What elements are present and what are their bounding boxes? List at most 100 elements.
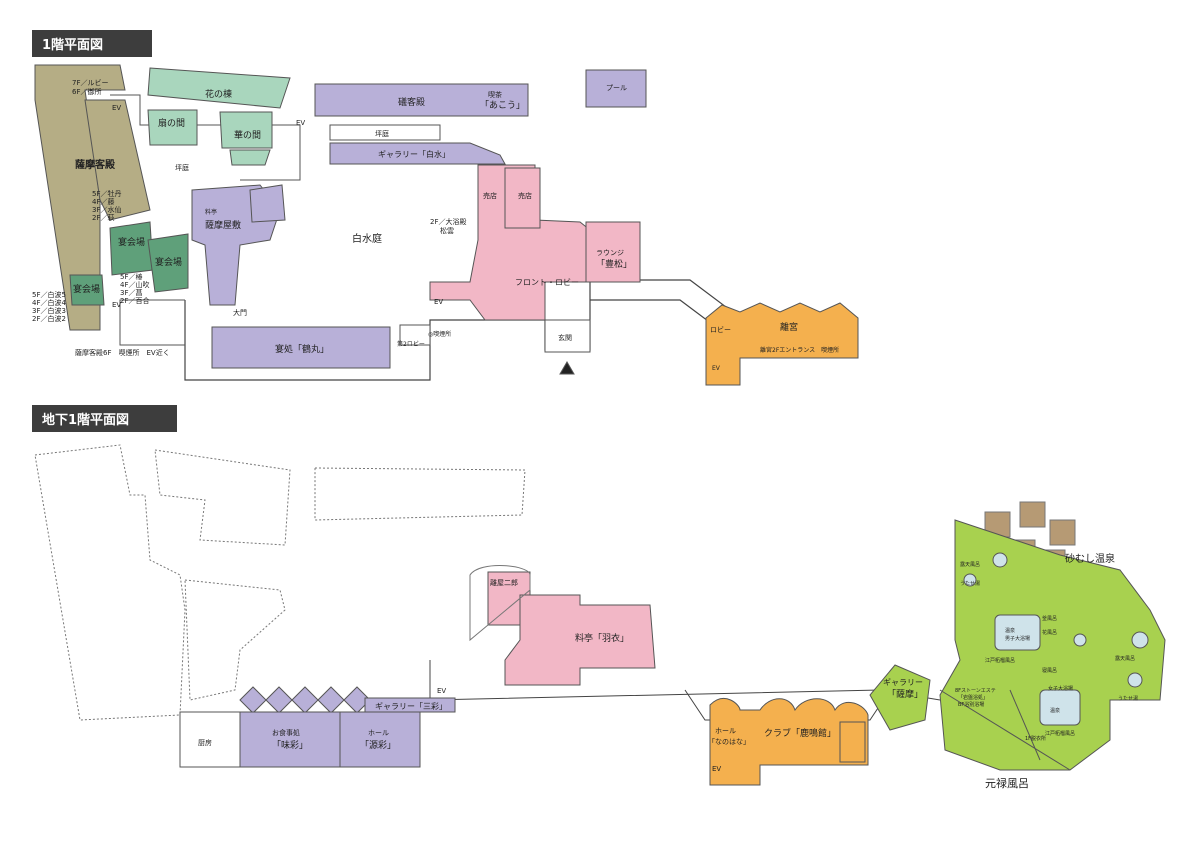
label-shop2: 売店 xyxy=(518,191,532,200)
label-smoking: ◎喫煙所 xyxy=(428,330,451,338)
label-ougi: 扇の間 xyxy=(158,117,185,129)
kitchen xyxy=(179,711,241,768)
hall-gensai xyxy=(339,711,421,768)
label-edo-joshi: 江戸柘榴風呂 xyxy=(1045,730,1075,737)
label-rikyu: 離宮 xyxy=(780,321,798,333)
basement-plan xyxy=(34,444,1166,786)
label-kitchen: 厨房 xyxy=(198,738,212,747)
label-gallery-hakusui: ギャラリー「白水」 xyxy=(378,149,450,159)
label-tsurumaru: 宴処「鶴丸」 xyxy=(275,343,329,355)
label-tsubo-top: 坪庭 xyxy=(375,129,389,138)
label-daimon: 大門 xyxy=(233,308,247,317)
entrance-marker xyxy=(559,361,575,375)
label-yashiki-small: 料亭 xyxy=(205,208,217,216)
label-pool: プール xyxy=(606,84,627,92)
label-utase-1: うたせ湯 xyxy=(960,580,980,587)
label-hanare-jiro: 離屋二郎 xyxy=(490,578,518,587)
label-yashiki: 薩摩屋敷 xyxy=(205,219,241,231)
label-hakusui-tei: 白水庭 xyxy=(352,232,382,245)
label-rotenburo-1: 露天風呂 xyxy=(960,562,980,568)
basement-heading: 地下1階平面図 xyxy=(32,405,177,432)
label-gallery-satsuma: 「薩摩」 xyxy=(887,688,923,700)
floor1-plan xyxy=(34,64,859,386)
restaurant-misai xyxy=(239,711,341,768)
label-tennen: 温泉 xyxy=(1005,627,1015,634)
label-cafe-small: 喫茶 xyxy=(488,90,502,99)
gallery-hakusui xyxy=(329,142,506,165)
label-ishi: 礒客殿 xyxy=(398,96,425,108)
label-second-lobby: 第2ロビー xyxy=(397,340,425,348)
gallery-sansai-diamonds xyxy=(239,686,371,714)
ishi-kyakuden xyxy=(314,83,529,117)
enkaijo-3 xyxy=(69,274,105,306)
label-restaurant-small: お食事処 xyxy=(272,728,300,737)
label-stone-spa: 8Fストーンエステ「岩盤浴処」BF浴別浴場 xyxy=(955,688,996,708)
label-hana-no-to: 花の棟 xyxy=(205,88,232,100)
genroku-spa xyxy=(939,519,1166,771)
label-ev-top: EV xyxy=(112,104,121,112)
enkaijo-1 xyxy=(109,221,154,276)
label-hanafuro: 花風呂 xyxy=(1042,629,1057,636)
label-ev-basement: EV xyxy=(437,687,446,695)
label-restaurant: 「味彩」 xyxy=(272,739,308,751)
enkaijo-2 xyxy=(147,233,189,293)
label-gallery-sansai: ギャラリー「三彩」 xyxy=(375,701,447,711)
label-tsubo-left: 坪庭 xyxy=(175,163,189,172)
rikyu xyxy=(705,302,859,386)
front-lobby xyxy=(429,164,591,321)
floor1-heading: 1階平面図 xyxy=(32,30,152,57)
label-nanohana-small: ホール xyxy=(715,727,736,735)
label-lounge-small: ラウンジ xyxy=(596,249,624,257)
label-enkaijo-3: 宴会場 xyxy=(73,283,100,295)
pool xyxy=(585,69,647,108)
label-front: フロント・ロビー xyxy=(515,278,579,287)
spa-pools xyxy=(963,552,1149,726)
label-rikyu-entrance: 離宮2Fエントランス 喫煙所 xyxy=(760,346,839,354)
label-danshi: 男子大浴場 xyxy=(1005,635,1030,642)
label-ev-left: EV xyxy=(112,301,121,309)
label-club: クラブ「鹿鳴館」 xyxy=(764,727,836,739)
label-genroku: 元禄風呂 xyxy=(985,776,1029,790)
label-joshi: 女子大浴場 xyxy=(1048,685,1073,692)
label-gallery-satsuma-small: ギャラリー xyxy=(883,678,923,687)
label-edo-danshi: 江戸柘榴風呂 xyxy=(985,657,1015,664)
label-hall: 「源彩」 xyxy=(360,740,396,751)
label-cafe: 「あこう」 xyxy=(480,100,525,111)
label-lounge: 「豊松」 xyxy=(596,258,632,270)
label-nanohana: 「なのはな」 xyxy=(708,738,750,746)
label-utase-2: うたせ湯 xyxy=(1118,695,1138,702)
label-hana-no-ma: 華の間 xyxy=(234,129,261,141)
label-tennen-2: 温泉 xyxy=(1050,707,1060,714)
label-juku: 寝風呂 xyxy=(1042,667,1057,674)
label-shop1: 売店 xyxy=(483,191,497,200)
gallery-sansai xyxy=(364,697,456,713)
label-daiyokujo: 2F／大浴殿松雲 xyxy=(430,217,466,235)
label-enkaijo-2: 宴会場 xyxy=(155,256,182,268)
club-rokumeikan xyxy=(709,698,869,786)
label-datsui: 1F脱衣所 xyxy=(1025,735,1046,742)
tsurumaru xyxy=(211,326,391,369)
label-ev-mid: EV xyxy=(296,119,305,127)
basement-labels: 離屋二郎 料亭「羽衣」 EV ギャラリー「三彩」 厨房 お食事処 「味彩」 ホー… xyxy=(198,552,1138,790)
ryotei-hagoromo xyxy=(504,594,656,686)
label-rotenburo-2: 露天風呂 xyxy=(1115,656,1135,662)
label-ev-club: EV xyxy=(712,765,721,773)
label-satsuma: 薩摩客殿 xyxy=(75,158,116,171)
label-rikyu-lobby: ロビー xyxy=(710,325,731,334)
label-ev-front: EV xyxy=(434,298,443,306)
hana-no-to xyxy=(147,67,291,109)
label-enkaijo-1: 宴会場 xyxy=(118,236,145,248)
label-sunamushi: 砂むし温泉 xyxy=(1065,552,1115,565)
gallery-satsuma xyxy=(869,664,931,731)
genkan xyxy=(544,319,591,353)
label-hagoromo: 料亭「羽衣」 xyxy=(575,632,629,644)
label-hall-small: ホール xyxy=(368,729,389,737)
label-kama: 釜風呂 xyxy=(1042,615,1057,622)
label-satsuma-bottom: 薩摩客殿6F 喫煙所 EV近く xyxy=(75,348,170,357)
label-ev-rikyu: EV xyxy=(712,365,721,372)
